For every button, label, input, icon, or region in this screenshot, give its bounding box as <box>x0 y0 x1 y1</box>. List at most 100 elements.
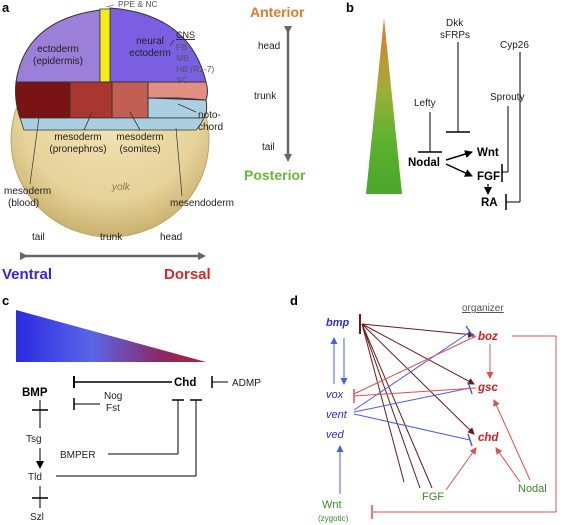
mesoderm-blood-region <box>15 81 71 119</box>
line-to-gsc <box>361 323 475 385</box>
ectoderm-label: ectoderm <box>37 44 79 55</box>
gsc-node: gsc <box>477 382 498 394</box>
fgf-to-bmp-line-2 <box>361 323 421 489</box>
mesendoderm-pointer <box>175 127 183 197</box>
bmper-label: BMPER <box>60 450 96 461</box>
chd-node: chd <box>478 432 499 444</box>
blood-mesoderm-label: mesoderm <box>4 186 51 197</box>
nodal-to-wnt-arrow <box>445 150 473 161</box>
notochord-label-2: chord <box>198 122 223 133</box>
organizer-label: organizer <box>462 303 504 314</box>
chd-node: Chd <box>174 377 196 389</box>
somites-mesoderm-label: mesoderm <box>116 132 163 143</box>
epidermis-label: (epidermis) <box>33 56 83 67</box>
cns-title: CNS <box>176 30 195 40</box>
ra-node: RA <box>481 197 498 209</box>
vent-inhibits-gsc <box>353 387 471 413</box>
panel-b: b Dkk sFRPs Cyp26 Lefty Sprouty Nodal Wn… <box>346 0 529 210</box>
dv-head-label: head <box>160 232 182 243</box>
blood-label: (blood) <box>8 198 39 209</box>
line-to-fgf <box>361 323 405 483</box>
anterior-label: Anterior <box>250 4 305 20</box>
dv-trunk-label: trunk <box>100 232 123 243</box>
cns-mb: MB <box>176 53 189 63</box>
cns-pointer <box>169 39 175 47</box>
cyp26-label: Cyp26 <box>500 40 529 51</box>
cns-hb: HB (R1-7) <box>176 64 214 74</box>
nodal-to-chd-arrow <box>495 447 521 483</box>
dorsal-label: Dorsal <box>164 266 211 283</box>
somites-pointer <box>129 111 141 131</box>
sfrps-label: sFRPs <box>440 30 470 41</box>
tsg-label: Tsg <box>26 434 42 445</box>
pronephros-label: (pronephros) <box>49 144 106 155</box>
ap-head-label: head <box>258 41 280 52</box>
panel-a-letter: a <box>2 0 10 15</box>
posterior-label: Posterior <box>244 167 306 183</box>
boz-node: boz <box>478 331 498 343</box>
somites-label: (somites) <box>119 144 160 155</box>
notochord-pointer <box>177 103 197 113</box>
mesendoderm-band <box>19 117 205 131</box>
mesoderm-somites-dorsal-region <box>147 81 208 101</box>
zygotic-label: (zygotic) <box>318 514 349 523</box>
mesendoderm-label: mesendoderm <box>170 198 234 209</box>
pronephros-mesoderm-label: mesoderm <box>54 132 101 143</box>
panel-d: d organizer bmp vox vent ved boz gsc chd… <box>290 293 557 523</box>
gsc-inhibits-vox <box>353 387 477 397</box>
vent-boz-bar <box>465 325 475 339</box>
cns-fb: FB <box>176 42 187 52</box>
blood-pointer <box>29 109 41 185</box>
wnt-node: Wnt <box>477 147 499 159</box>
dv-tail-label: tail <box>32 232 45 243</box>
fgf-node: FGF <box>422 491 444 503</box>
ppe-pointer <box>105 4 115 8</box>
panel-d-letter: d <box>290 293 298 308</box>
ap-trunk-label: trunk <box>254 91 277 102</box>
fst-label: Fst <box>106 403 120 414</box>
ppe-nc-label: PPE & NC <box>118 0 158 9</box>
neural-label: neural <box>136 36 164 47</box>
nog-label: Nog <box>104 391 122 402</box>
vent-inhibits-chd <box>353 413 471 441</box>
ventral-label: Ventral <box>2 266 52 283</box>
vent-chd-bar <box>467 433 473 447</box>
boz-inhibits-vox <box>353 335 477 395</box>
yolk-label: yolk <box>111 182 131 193</box>
pronephros-pointer <box>83 111 93 131</box>
ved-node: ved <box>326 429 345 441</box>
nodal-to-fgf-arrow <box>445 163 473 177</box>
cns-sc: SC <box>176 75 188 85</box>
vent-node: vent <box>326 409 348 421</box>
nodal-node: Nodal <box>408 157 440 169</box>
ap-tail-label: tail <box>262 142 275 153</box>
panel-b-letter: b <box>346 0 354 15</box>
dkk-label: Dkk <box>446 18 464 29</box>
fgf-to-chd-arrow <box>445 447 477 491</box>
mesoderm-pronephros-region <box>69 81 113 119</box>
fgf-to-bmp-line-1 <box>361 323 433 489</box>
wnt-node: Wnt <box>322 499 342 511</box>
dv-gradient-triangle <box>16 310 206 362</box>
bmp-node: bmp <box>326 317 350 329</box>
ppe-nc-region <box>99 8 111 83</box>
bmp-node: BMP <box>22 387 48 399</box>
panel-c-letter: c <box>2 293 9 308</box>
tld-label: Tld <box>28 472 42 483</box>
lefty-label: Lefty <box>414 98 436 109</box>
panel-c: c Chd ADMP BMP Nog Fst Tsg BMPER Tld Szl <box>2 293 261 523</box>
ap-gradient-triangle <box>366 18 402 194</box>
nodal-to-gsc-arrow <box>493 399 531 481</box>
sprouty-label: Sprouty <box>490 92 524 103</box>
notochord-label-1: noto- <box>198 110 221 121</box>
vox-node: vox <box>326 389 344 401</box>
fgf-node: FGF <box>477 171 500 183</box>
szl-label: Szl <box>30 512 44 523</box>
admp-label: ADMP <box>232 378 261 389</box>
vent-inhibits-boz <box>353 331 471 411</box>
nodal-node: Nodal <box>518 483 547 495</box>
neural-ectoderm-label: ectoderm <box>129 48 171 59</box>
panel-a: a yolk ectoderm (epidermis) neural ectod… <box>2 0 306 283</box>
line-to-boz <box>361 323 475 338</box>
